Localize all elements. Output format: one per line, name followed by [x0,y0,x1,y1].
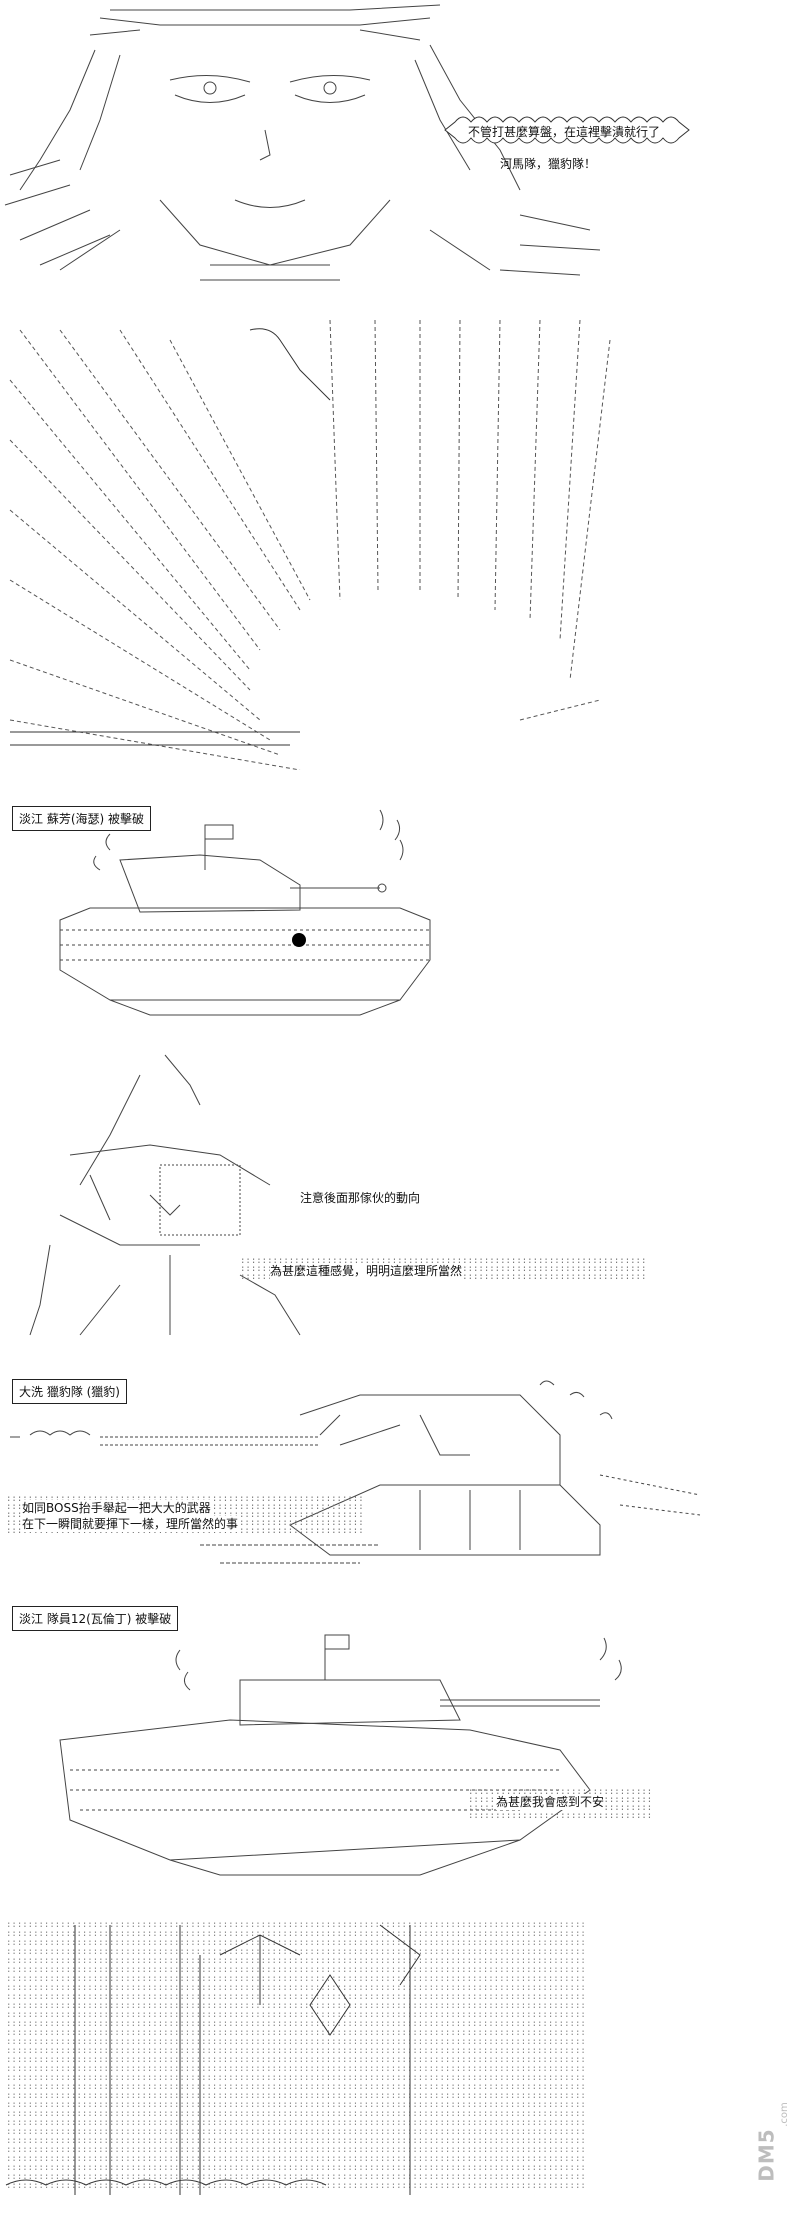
character-ascii-art-2 [29,1054,301,1336]
speech-text-5a: 如同BOSS抬手舉起一把大大的武器 [22,1500,211,1516]
watermark-domain-text: .com [778,2102,790,2127]
panel-2-speed-lines [9,319,611,770]
speech-text-1a: 不管打甚麼算盤，在這裡擊潰就行了 [468,125,661,139]
speech-cloud-1 [444,116,690,144]
panel-5: 大洗 獵豹隊 (獵豹) ::::::::::::::::::::::::::::… [0,1375,800,1585]
panel-2 [0,300,800,770]
caption-box-5: 大洗 獵豹隊 (獵豹) [12,1379,127,1404]
tank-ascii-art-1 [59,809,431,1016]
scene-ascii-art [5,1924,421,2195]
panel-1: 不管打甚麼算盤，在這裡擊潰就行了 河馬隊，獵豹隊！ [0,0,800,290]
speech-text-4a: 注意後面那傢伙的動向 [300,1191,421,1205]
speech-text-1b: 河馬隊，獵豹隊！ [500,157,597,171]
speech-text-5b: 在下一瞬間就要揮下一樣，理所當然的事 [22,1516,239,1532]
textured-background: ::::::::::::::::::::::::::::::::::::::::… [6,1920,586,2191]
caption-box-3: 淡江 蘇芳(海瑟) 被擊破 [12,806,151,831]
watermark-logo-text: DM5 [754,2128,779,2182]
panel-4: 注意後面那傢伙的動向 :::::::::::::::::::::::::::::… [0,1045,800,1345]
shell-hole-icon [292,933,306,947]
speech-text-6: 為甚麼我會感到不安 [496,1794,605,1810]
panel-6: 淡江 隊員12(瓦倫丁) 被擊破 :::::::::::::::::::::::… [0,1600,800,1900]
panel-7: ::::::::::::::::::::::::::::::::::::::::… [0,1915,800,2215]
tank-ascii-art-2 [10,1380,701,1564]
caption-box-6: 淡江 隊員12(瓦倫丁) 被擊破 [12,1606,179,1631]
panel-1-ascii-art [4,4,601,281]
watermark-logo: DM5 .com [754,2102,794,2203]
panel-3: 淡江 蘇芳(海瑟) 被擊破 [0,800,800,1030]
speech-text-4b: 為甚麼這種感覺，明明這麼理所當然 [270,1263,463,1279]
tank-ascii-art-3 [59,1634,622,1876]
